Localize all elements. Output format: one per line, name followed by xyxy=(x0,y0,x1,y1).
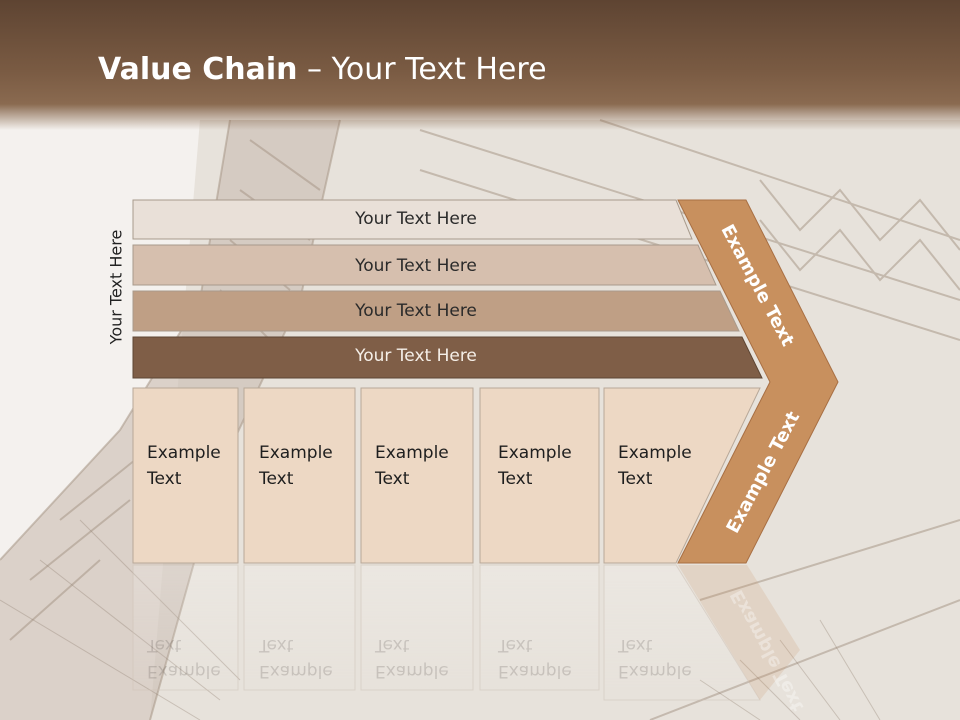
column-label-reflection: Example Text xyxy=(375,632,475,684)
page-title: Value Chain – Your Text Here xyxy=(98,52,547,87)
column-label-line: Example xyxy=(147,661,221,681)
column-box xyxy=(479,387,600,564)
bar-label: Your Text Here xyxy=(355,346,477,366)
column-label-reflection: Example Text xyxy=(259,632,359,684)
column-reflection xyxy=(360,564,474,691)
column-label-line: Example xyxy=(498,443,572,463)
column-label-line: Example xyxy=(618,443,692,463)
column-label-line: Text xyxy=(498,635,533,655)
bar-shape xyxy=(132,199,693,240)
column-reflection xyxy=(479,564,600,691)
column-label-line: Text xyxy=(147,469,182,489)
column-reflection xyxy=(243,564,356,691)
column-label-line: Example xyxy=(375,661,449,681)
column-label-line: Text xyxy=(259,635,294,655)
bar-label: Your Text Here xyxy=(355,301,477,321)
column-box xyxy=(603,387,761,564)
column-box xyxy=(243,387,356,564)
column-label-line: Example xyxy=(259,443,333,463)
column-label-line: Example xyxy=(375,443,449,463)
column-label-line: Example xyxy=(147,443,221,463)
bar-shape xyxy=(132,244,717,286)
bar-shape xyxy=(132,336,763,379)
title-rest: – Your Text Here xyxy=(297,52,547,87)
column-box xyxy=(132,387,239,564)
column-label-line: Text xyxy=(618,635,653,655)
column-label-line: Text xyxy=(618,469,653,489)
column-label-reflection: Example Text xyxy=(498,632,598,684)
column-label-line: Text xyxy=(147,635,182,655)
column-reflection xyxy=(132,564,239,691)
column-label-line: Text xyxy=(375,635,410,655)
chevron-arrow xyxy=(677,199,839,564)
bar-label: Your Text Here xyxy=(355,209,477,229)
column-label-reflection: Example Text xyxy=(147,632,247,684)
column-label-line: Example xyxy=(259,661,333,681)
title-bold: Value Chain xyxy=(98,52,298,87)
chevron-reflection xyxy=(678,565,800,700)
vertical-label: Your Text Here xyxy=(106,229,126,345)
bar-shape xyxy=(132,290,740,332)
diagram-reflection xyxy=(132,564,800,701)
column-reflection xyxy=(603,564,761,701)
column-label-line: Example xyxy=(498,661,572,681)
column-label-line: Text xyxy=(259,469,294,489)
bar-label: Your Text Here xyxy=(355,256,477,276)
column-label-reflection: Example Text xyxy=(618,632,718,684)
column-box xyxy=(360,387,474,564)
column-label-line: Example xyxy=(618,661,692,681)
title-bar xyxy=(0,0,960,130)
column-label-line: Text xyxy=(375,469,410,489)
column-label-line: Text xyxy=(498,469,533,489)
